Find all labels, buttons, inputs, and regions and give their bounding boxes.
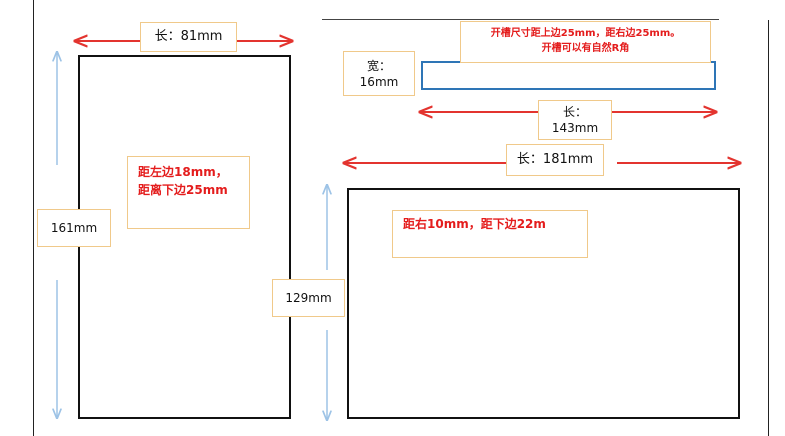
- left-note-line-1: 距左边18mm，: [138, 165, 228, 179]
- page-left-edge: [33, 0, 34, 436]
- left-height-label: 161mm: [37, 209, 111, 247]
- slot-note-line-2: 开槽可以有自然R角: [541, 43, 630, 54]
- slot-length-label: 长： 143mm: [538, 100, 612, 140]
- slot-spec-note: 开槽尺寸距上边25mm，距右边25mm。 开槽可以有自然R角: [460, 21, 711, 63]
- slot-rectangle: [421, 61, 716, 90]
- slot-width-label-line-2: 16mm: [359, 74, 399, 89]
- left-width-label: 长：81mm: [140, 22, 237, 52]
- slot-note-line-1: 开槽尺寸距上边25mm，距右边25mm。: [490, 28, 681, 39]
- left-panel-rectangle: [78, 55, 291, 419]
- left-note-line-2: 距离下边25mm: [138, 183, 228, 197]
- right-height-label: 129mm: [272, 279, 345, 317]
- page-right-edge: [768, 20, 769, 436]
- slot-width-label-line-1: 宽：: [366, 58, 391, 73]
- right-position-note: 距右10mm，距下边22m: [392, 210, 588, 258]
- slot-length-label-line-2: 143mm: [551, 121, 599, 135]
- page-top-rule: [322, 19, 719, 20]
- slot-length-label-line-1: 长：: [562, 105, 587, 119]
- left-position-note: 距左边18mm， 距离下边25mm: [127, 156, 250, 229]
- right-width-label: 长：181mm: [506, 144, 604, 176]
- slot-width-label: 宽： 16mm: [343, 51, 415, 96]
